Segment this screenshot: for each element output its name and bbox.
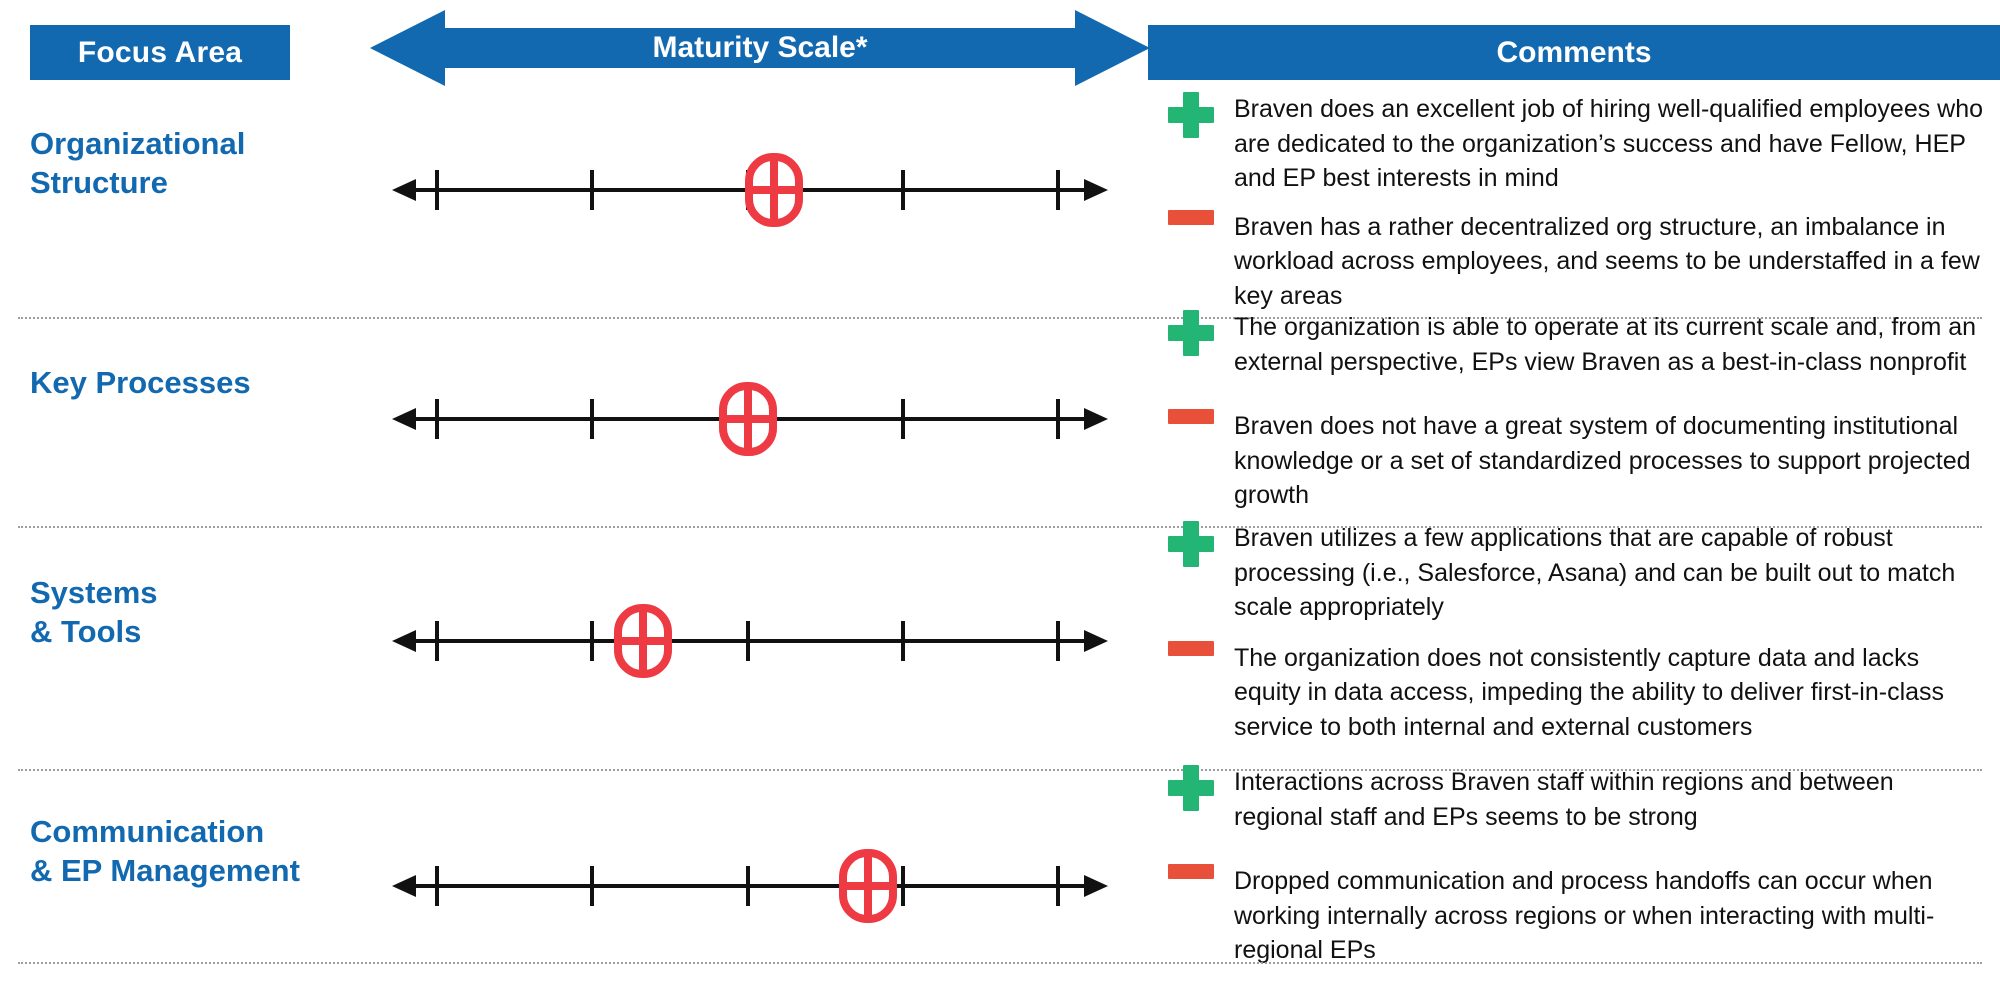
- table-row: Organizational Structure Braven does an …: [0, 92, 2000, 320]
- comment-text: Braven does an excellent job of hiring w…: [1234, 95, 1984, 192]
- comment-negative-3: Dropped communication and process handof…: [1148, 864, 2000, 968]
- maturity-axis-icon: [392, 153, 1108, 227]
- focus-area-label-2: Systems & Tools: [30, 575, 158, 649]
- minus-icon: [1148, 209, 1234, 225]
- minus-icon: [1148, 640, 1234, 656]
- focus-area-header: Focus Area: [30, 25, 290, 80]
- comments-cell-0: Braven does an excellent job of hiring w…: [1148, 92, 2000, 317]
- row-separator: [18, 526, 1982, 528]
- row-separator: [18, 317, 1982, 319]
- comment-negative-2: The organization does not consistently c…: [1148, 640, 2000, 745]
- comment-text: Braven has a rather decentralized org st…: [1234, 212, 1980, 310]
- maturity-scale-row-0[interactable]: [390, 113, 1110, 233]
- plus-icon: [1148, 310, 1234, 356]
- comment-negative-1: Braven does not have a great system of d…: [1148, 409, 2000, 513]
- plus-icon: [1148, 765, 1234, 811]
- maturity-scale-row-2[interactable]: [390, 564, 1110, 684]
- comment-positive-1: The organization is able to operate at i…: [1148, 310, 2000, 379]
- focus-area-label-0: Organizational Structure: [30, 126, 246, 200]
- comment-negative-0: Braven has a rather decentralized org st…: [1148, 209, 2000, 314]
- row-separator: [18, 962, 1982, 964]
- table-row: Communication & EP Management Interactio…: [0, 765, 2000, 964]
- maturity-axis-icon: [392, 382, 1108, 456]
- minus-icon: [1148, 409, 1234, 424]
- comment-text: Braven does not have a great system of d…: [1234, 412, 1971, 509]
- comments-header: Comments: [1148, 25, 2000, 80]
- focus-area-label-1: Key Processes: [30, 365, 251, 400]
- maturity-marker-icon[interactable]: [614, 604, 672, 678]
- maturity-axis-icon: [392, 604, 1108, 678]
- comments-cell-3: Interactions across Braven staff within …: [1148, 765, 2000, 972]
- plus-icon: [1148, 521, 1234, 567]
- comment-positive-2: Braven utilizes a few applications that …: [1148, 521, 2000, 625]
- double-arrow-banner-icon: [370, 10, 1150, 86]
- comment-positive-3: Interactions across Braven staff within …: [1148, 765, 2000, 834]
- comment-text: The organization is able to operate at i…: [1234, 313, 1977, 376]
- maturity-marker-icon[interactable]: [719, 382, 777, 456]
- comment-positive-0: Braven does an excellent job of hiring w…: [1148, 92, 2000, 196]
- comment-text: Dropped communication and process handof…: [1234, 867, 1935, 964]
- maturity-marker-icon[interactable]: [745, 153, 803, 227]
- maturity-axis-icon: [392, 849, 1108, 923]
- focus-area-label-3: Communication & EP Management: [30, 814, 300, 888]
- plus-icon: [1148, 92, 1234, 138]
- comments-cell-2: Braven utilizes a few applications that …: [1148, 521, 2000, 748]
- maturity-scale-row-3[interactable]: [390, 809, 1110, 929]
- comments-cell-1: The organization is able to operate at i…: [1148, 310, 2000, 517]
- maturity-marker-icon[interactable]: [839, 849, 897, 923]
- maturity-scale-header: Maturity Scale*: [370, 8, 1150, 88]
- comment-text: Interactions across Braven staff within …: [1234, 768, 1894, 831]
- table-row: Key Processes The organization is able t…: [0, 310, 2000, 538]
- row-separator: [18, 769, 1982, 771]
- table-header: Focus Area Maturity Scale* Comments: [0, 0, 2000, 95]
- table-row: Systems & Tools Braven utilizes a few ap…: [0, 521, 2000, 771]
- minus-icon: [1148, 864, 1234, 879]
- comment-text: The organization does not consistently c…: [1234, 643, 1945, 741]
- maturity-scale-row-1[interactable]: [390, 342, 1110, 462]
- comment-text: Braven utilizes a few applications that …: [1234, 524, 1956, 621]
